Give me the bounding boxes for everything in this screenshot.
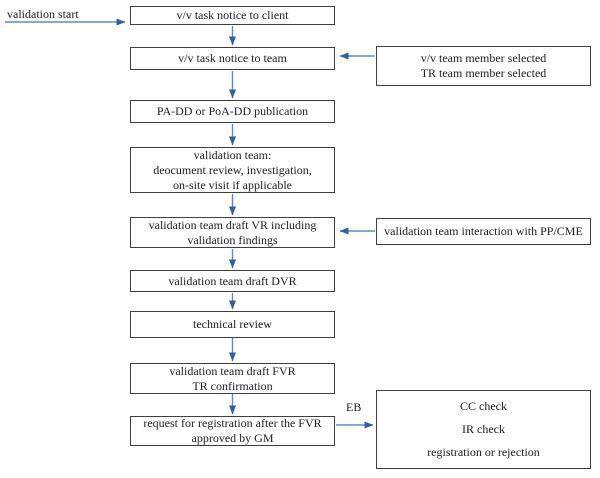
node-label: technical review	[193, 317, 272, 331]
node-draft-dvr: validation team draft DVR	[130, 270, 335, 292]
node-label: validation team draft VR including	[148, 217, 317, 232]
node-label: validation team draft DVR	[168, 273, 297, 288]
node-label: approved by GM	[191, 431, 274, 445]
node-task-notice-team: v/v task notice to team	[130, 47, 335, 70]
node-label: validation team interaction with PP/CME	[384, 224, 583, 238]
node-label: CC check	[460, 399, 507, 413]
eb-edge-label: EB	[346, 400, 362, 414]
node-label: IR check	[462, 422, 505, 436]
node-label: v/v task notice to client	[176, 8, 289, 22]
node-label: validation team draft FVR	[169, 363, 296, 378]
start-label: validation start	[7, 7, 79, 21]
node-label: validation findings	[187, 232, 278, 247]
node-registration-check: CC check IR check registration or reject…	[376, 390, 591, 469]
node-label: registration or rejection	[427, 445, 540, 459]
node-team-member-selected: v/v team member selected TR team member …	[376, 46, 591, 86]
node-request-registration: request for registration after the FVR a…	[130, 416, 335, 446]
node-validation-team-activities: validation team: deocument review, inves…	[130, 147, 335, 193]
node-label: deocument review, investigation,	[153, 162, 312, 177]
node-draft-fvr: validation team draft FVR TR confirmatio…	[130, 363, 335, 394]
node-label: v/v team member selected	[420, 51, 547, 65]
node-label: TR confirmation	[192, 378, 273, 393]
node-draft-vr: validation team draft VR including valid…	[130, 217, 335, 248]
node-label: on-site visit if applicable	[173, 177, 292, 192]
node-task-notice-client: v/v task notice to client	[130, 6, 335, 25]
node-pp-cme-interaction: validation team interaction with PP/CME	[376, 218, 591, 245]
node-technical-review: technical review	[130, 311, 335, 338]
node-label: validation team:	[193, 147, 272, 162]
node-label: PA-DD or PoA-DD publication	[156, 104, 309, 118]
node-label: v/v task notice to team	[178, 51, 287, 65]
node-pa-dd-publication: PA-DD or PoA-DD publication	[130, 100, 335, 123]
node-label: request for registration after the FVR	[143, 416, 322, 430]
node-label: TR team member selected	[420, 66, 547, 80]
